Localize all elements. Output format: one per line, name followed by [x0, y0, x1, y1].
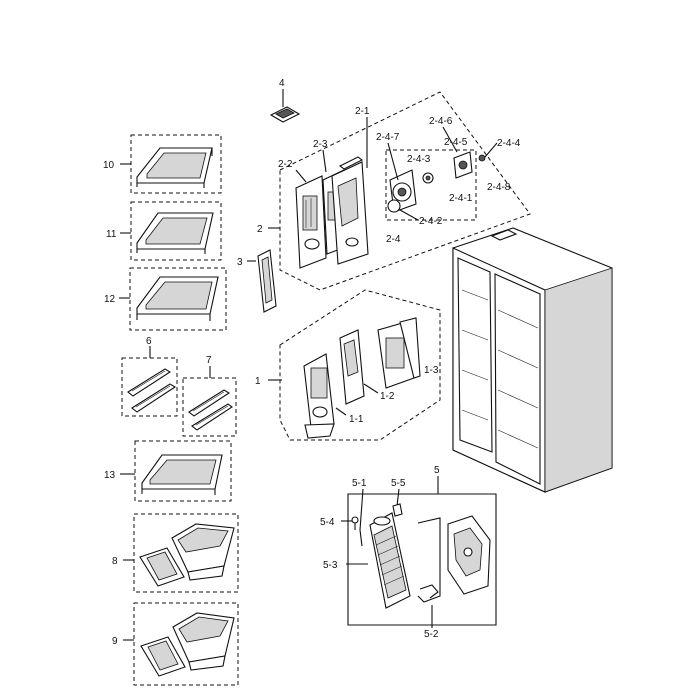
shelf-11-group: 11 [106, 201, 222, 261]
label-2-4-2: 2-4-2 [419, 216, 443, 227]
label-2-2: 2-2 [278, 159, 293, 170]
label-5-3: 5-3 [323, 560, 338, 571]
fan-bracket-2-4 [387, 169, 417, 213]
shelf-10-group: 10 [103, 134, 222, 194]
seal-2-3-small [338, 156, 364, 170]
label-1-2: 1-2 [380, 391, 395, 402]
part-5-group: 5 5-1 5-5 5-4 5-3 5-2 [320, 465, 497, 640]
refrigerator-cabinet [452, 227, 613, 493]
duct-2-1 [331, 161, 369, 265]
label-2-3: 2-3 [313, 139, 328, 150]
label-1-1: 1-1 [349, 414, 364, 425]
evaporator-cover-2-2 [295, 175, 327, 269]
duct-cover-3 [257, 249, 277, 313]
label-2-4-6: 2-4-6 [429, 116, 453, 127]
panel-1-3 [377, 317, 421, 389]
part-2-group: 2 2-1 2-3 2-2 [257, 91, 531, 291]
shelf-rail-6-upper [127, 368, 172, 397]
evaporator-5-3 [369, 512, 411, 609]
duct-1-2 [339, 329, 365, 405]
label-13: 13 [104, 470, 116, 481]
part-1-group: 1 1-1 1-2 1-3 [255, 289, 441, 441]
bin-cover-9 [140, 636, 186, 677]
label-11: 11 [106, 229, 117, 240]
label-2-4-7: 2-4-7 [376, 132, 400, 143]
heater-5-2 [417, 517, 441, 603]
bin-8-group: 8 [112, 513, 239, 593]
label-12: 12 [104, 294, 116, 305]
grommet-2-4-4 [478, 154, 486, 162]
label-5-4: 5-4 [320, 517, 335, 528]
label-6: 6 [146, 336, 152, 347]
label-2-1: 2-1 [355, 106, 370, 117]
hinge-cover-4 [269, 106, 301, 123]
glass-shelf-12 [136, 276, 219, 321]
bin-cover-8 [139, 547, 185, 587]
cover-1-1 [303, 353, 335, 439]
label-2-4: 2-4 [386, 234, 401, 245]
rails-6-group: 6 [121, 336, 178, 417]
shelf-rail-7-upper [188, 389, 231, 417]
label-1-3: 1-3 [424, 365, 439, 376]
label-2-4-8: 2-4-8 [487, 182, 511, 193]
label-1: 1 [255, 376, 261, 387]
label-2-4-5: 2-4-5 [444, 137, 468, 148]
label-4: 4 [279, 78, 285, 89]
bracket-5-cover [447, 515, 491, 595]
screw-5-4 [351, 516, 359, 530]
label-3: 3 [237, 257, 243, 268]
label-2-4-1: 2-4-1 [449, 193, 473, 204]
shelf-rail-7-lower [191, 403, 233, 431]
crisper-bin-8 [171, 523, 235, 581]
rails-7-group: 7 [182, 355, 237, 437]
bin-9-group: 9 [112, 602, 239, 686]
label-7: 7 [206, 355, 212, 366]
label-2: 2 [257, 224, 263, 235]
sensor-5-1 [359, 529, 363, 547]
label-10: 10 [103, 160, 115, 171]
fan-motor-2-4-3 [422, 172, 434, 184]
shelf-rail-6-lower [131, 383, 177, 413]
glass-shelf-13 [141, 454, 223, 495]
glass-shelf-11 [136, 212, 214, 254]
shelf-12-group: 12 [104, 267, 227, 331]
crisper-bin-9 [172, 612, 235, 671]
shelf-13-group: 13 [104, 440, 232, 502]
label-5-2: 5-2 [424, 629, 439, 640]
clip-5-5 [392, 503, 403, 517]
part-3-group: 3 [237, 249, 277, 313]
label-5-5: 5-5 [391, 478, 406, 489]
part-4-group: 4 [269, 78, 301, 123]
label-5-1: 5-1 [352, 478, 367, 489]
label-2-4-4: 2-4-4 [497, 138, 521, 149]
label-5: 5 [434, 465, 440, 476]
glass-shelf-10 [136, 147, 213, 188]
label-2-4-3: 2-4-3 [407, 154, 431, 165]
fan-blade-2-4-5 [453, 151, 473, 179]
label-8: 8 [112, 556, 118, 567]
label-9: 9 [112, 636, 118, 647]
